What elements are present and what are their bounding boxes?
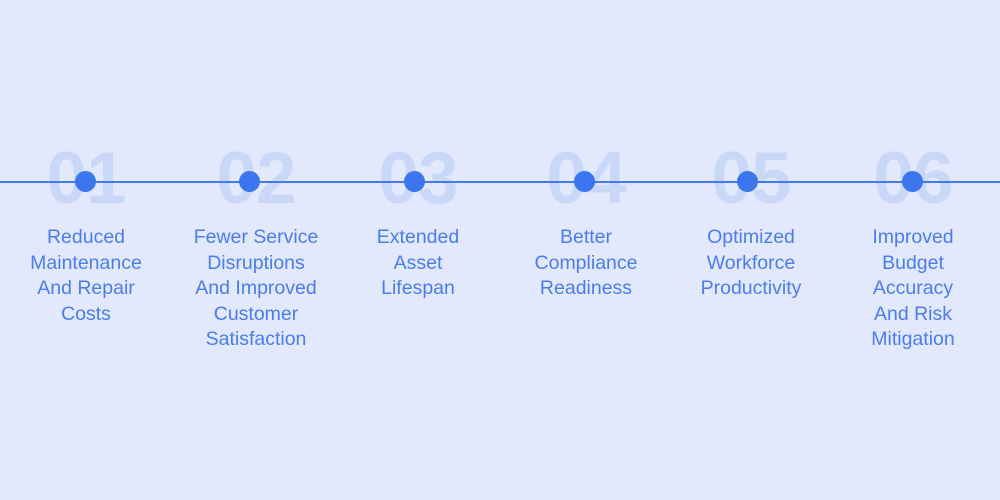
milestone-label-3: Extended Asset Lifespan [376, 226, 460, 299]
timeline-milestone-4[interactable]: 04 Better Compliance Readiness [486, 0, 686, 500]
milestone-dot-1[interactable] [75, 171, 96, 192]
timeline-milestone-6[interactable]: 06 Improved Budget Accuracy And Risk Mit… [813, 0, 1000, 500]
milestone-dot-6[interactable] [902, 171, 923, 192]
timeline-axis-line [0, 181, 1000, 183]
milestone-label-6: Improved Budget Accuracy And Risk Mitiga… [871, 226, 955, 350]
milestone-dot-4[interactable] [574, 171, 595, 192]
timeline-milestone-1[interactable]: 01 Reduced Maintenance And Repair Costs [0, 0, 186, 500]
milestone-label-2: Fewer Service Disruptions And Improved C… [193, 226, 319, 350]
timeline-milestone-2[interactable]: 02 Fewer Service Disruptions And Improve… [156, 0, 356, 500]
timeline-milestone-5[interactable]: 05 Optimized Workforce Productivity [651, 0, 851, 500]
milestone-dot-2[interactable] [239, 171, 260, 192]
milestone-label-4: Better Compliance Readiness [534, 226, 638, 299]
milestone-dot-3[interactable] [404, 171, 425, 192]
milestone-label-1: Reduced Maintenance And Repair Costs [30, 226, 142, 325]
timeline-milestone-3[interactable]: 03 Extended Asset Lifespan [318, 0, 518, 500]
milestone-label-5: Optimized Workforce Productivity [700, 226, 802, 299]
milestone-dot-5[interactable] [737, 171, 758, 192]
